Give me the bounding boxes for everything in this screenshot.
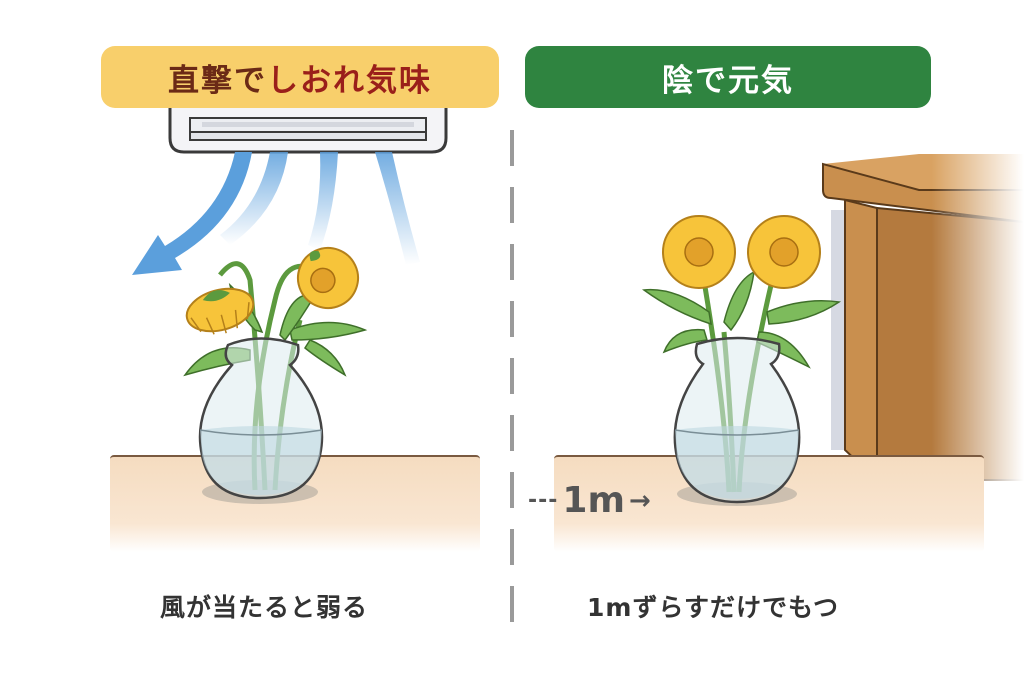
header-banner-wilting: 直撃でしおれ気味 (101, 46, 499, 108)
distance-value: 1m (562, 480, 625, 521)
banner-title: 陰で元気 (662, 62, 794, 99)
right-panel: 陰で元気 (514, 0, 1024, 683)
caption-wind-weakens: 風が当たると弱る (160, 593, 369, 622)
wilting-flowers-vase-icon (183, 247, 368, 504)
left-panel: 直撃でしおれ気味 風が当たると弱る (0, 0, 510, 683)
healthy-flowers-vase-icon (641, 215, 842, 506)
wooden-shelf-icon (819, 150, 1024, 510)
caption-move-1m: 1mずらすだけでもつ (587, 593, 839, 622)
dashed-divider (510, 130, 514, 630)
distance-dashes: --- (528, 488, 559, 513)
airflow-arrows-icon (132, 152, 420, 275)
banner-title-plain: 直撃で (168, 62, 267, 99)
arrow-right-icon: → (628, 485, 651, 516)
banner-title-accent: しおれ気味 (267, 62, 432, 99)
distance-indicator: --- 1m → (528, 480, 651, 521)
header-banner-healthy: 陰で元気 (525, 46, 931, 108)
air-conditioner-icon (168, 96, 448, 154)
